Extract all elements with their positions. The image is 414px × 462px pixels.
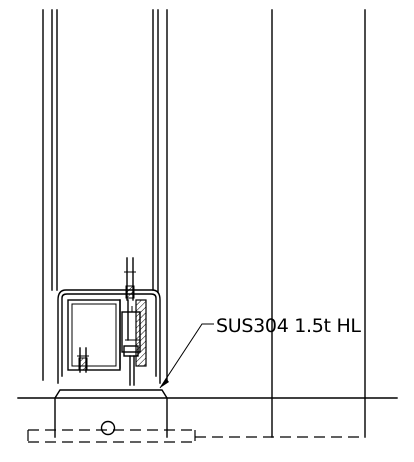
clamp-assembly (121, 299, 147, 386)
left-frame-lines (42, 9, 58, 381)
wall-lines (271, 9, 366, 438)
right-frame-lines (152, 9, 168, 381)
hidden-lines (27, 429, 365, 443)
material-callout-label: SUS304 1.5t HL (216, 315, 361, 337)
bottom-rail-profile (57, 289, 161, 384)
top-bolt (124, 257, 136, 301)
lower-bolt (77, 347, 89, 373)
floor-channel (54, 389, 168, 438)
callout-leader (159, 323, 214, 389)
